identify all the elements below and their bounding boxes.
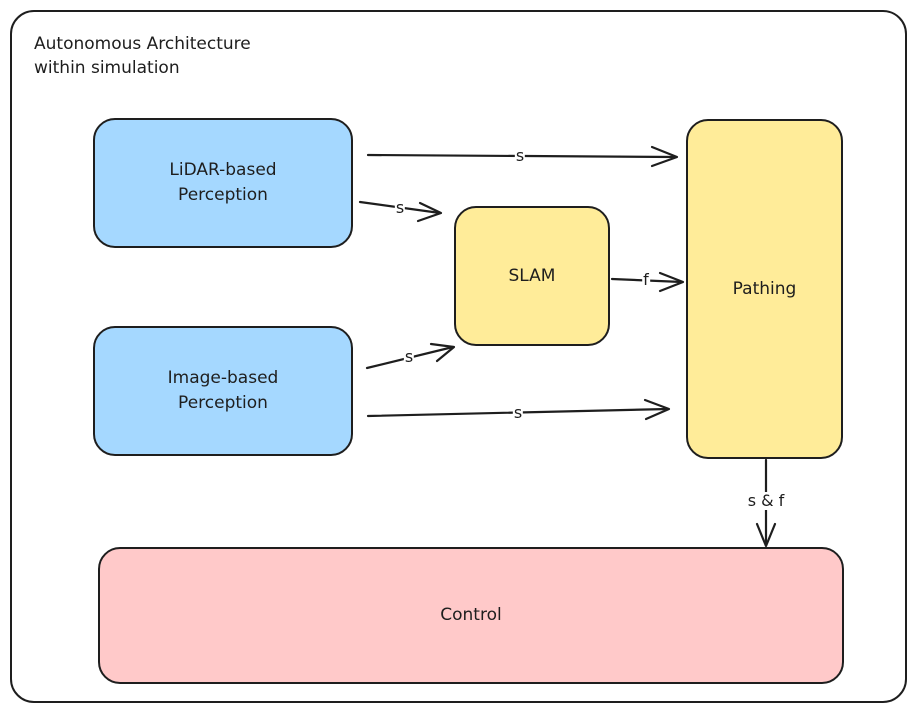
- edge-label-image-to-pathing: s: [512, 403, 524, 422]
- slam-label: SLAM: [508, 265, 556, 286]
- lidar-perception-label: LiDAR-based Perception: [169, 160, 277, 205]
- image-perception-node[interactable]: Image-based Perception: [93, 326, 353, 456]
- edge-label-slam-to-pathing: f: [642, 270, 650, 289]
- pathing-label: Pathing: [732, 278, 797, 299]
- edge-label-lidar-to-pathing: s: [514, 146, 526, 165]
- control-label: Control: [440, 605, 502, 625]
- slam-node[interactable]: SLAM: [454, 206, 610, 346]
- pathing-node[interactable]: Pathing: [686, 119, 843, 459]
- lidar-perception-node[interactable]: LiDAR-based Perception: [93, 118, 353, 248]
- edge-label-pathing-to-control: s & f: [746, 491, 786, 510]
- control-node[interactable]: Control: [98, 547, 844, 684]
- simulation-boundary: [10, 10, 907, 703]
- diagram-title: Autonomous Architecture within simulatio…: [34, 34, 251, 78]
- edge-label-lidar-to-slam: s: [394, 198, 406, 217]
- edge-label-image-to-slam: s: [403, 347, 415, 366]
- image-perception-label: Image-based Perception: [167, 368, 279, 413]
